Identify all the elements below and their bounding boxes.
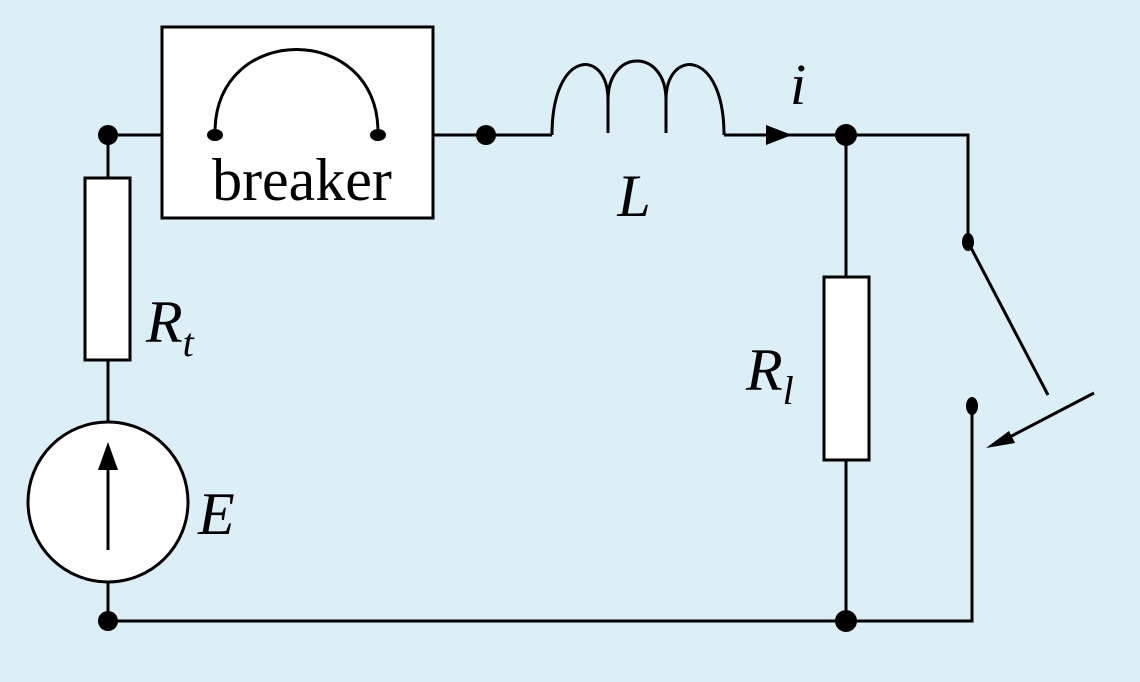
resistor-rl: Rl: [745, 275, 871, 462]
resistor-rt-label-sub: t: [183, 320, 195, 365]
current-label: i: [790, 52, 806, 117]
breaker: breaker: [160, 25, 435, 220]
junction-top-left: [98, 125, 118, 145]
switch-blade: [966, 241, 1050, 396]
voltage-source: E: [26, 420, 235, 584]
resistor-rl-label-sub: l: [783, 368, 794, 413]
inductor-coil: [550, 59, 726, 136]
junction-breaker-output: [476, 125, 496, 145]
resistor-rt: Rt: [83, 176, 195, 365]
resistor-rt-body: [83, 176, 132, 362]
voltage-source-label: E: [197, 481, 235, 547]
resistor-rt-label-main: R: [145, 289, 183, 355]
breaker-label: breaker: [212, 147, 392, 213]
junction-bottom-left: [98, 611, 118, 631]
inductor-label: L: [616, 163, 650, 229]
switch-actuator-line: [1003, 391, 1095, 442]
junction-load-top: [835, 124, 857, 146]
breaker-box: [160, 25, 435, 220]
junction-load-bottom: [835, 610, 857, 632]
breaker-contact-arc: [213, 48, 380, 133]
resistor-rl-body: [822, 275, 871, 462]
current-arrow: [766, 125, 792, 145]
breaker-contact-left: [207, 129, 223, 141]
wire-bottom: [108, 406, 974, 623]
resistor-rt-label: Rt: [145, 289, 195, 365]
junctions: [98, 124, 857, 632]
switch-actuator-arrowhead: [986, 431, 1015, 448]
fault-switch: [962, 233, 1095, 448]
wire-top-right: [846, 133, 970, 242]
resistor-rl-label: Rl: [745, 337, 794, 413]
resistor-rl-label-main: R: [745, 337, 783, 403]
voltage-source-arrow-head: [98, 442, 118, 470]
breaker-contact-right: [370, 129, 386, 141]
switch-contact-bottom: [966, 397, 978, 415]
inductor: L: [550, 59, 726, 229]
